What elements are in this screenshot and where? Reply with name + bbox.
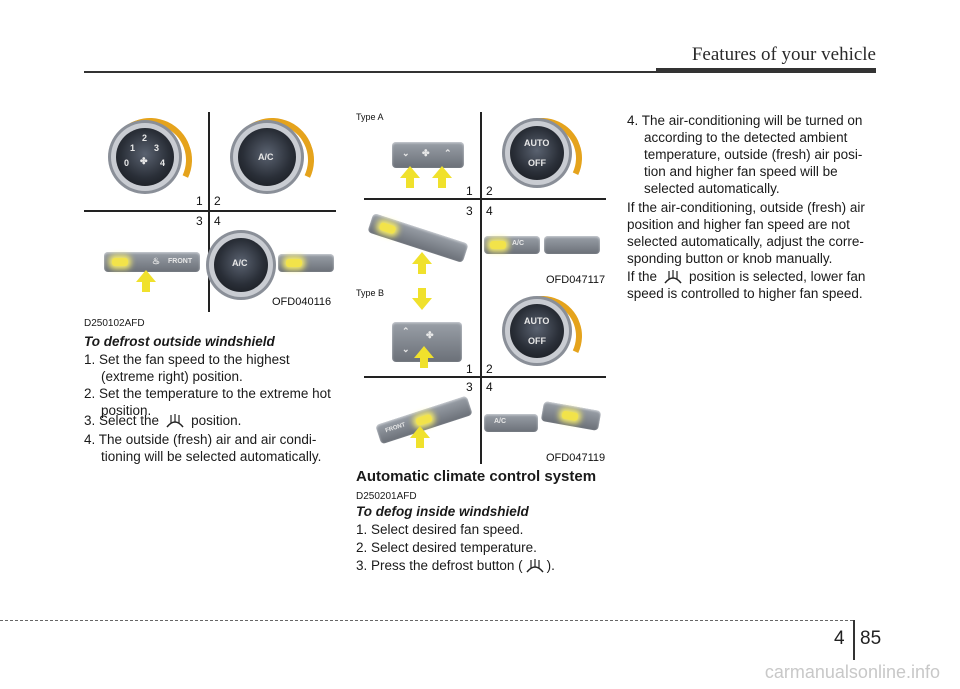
pointer-arrow-icon bbox=[432, 166, 452, 188]
list-item: 2. Set the temperature to the extreme ho… bbox=[84, 386, 331, 418]
section-code: D250102AFD bbox=[84, 318, 145, 329]
pointer-arrow-icon bbox=[400, 166, 420, 188]
subheading: To defog inside windshield bbox=[356, 504, 529, 519]
list-item: 4. The air-conditioning will be turned o… bbox=[627, 113, 863, 196]
fan-speed-knob: 2 1 3 0 4 ✤ bbox=[116, 128, 174, 186]
figure-type-a-controls: Type A ⌄ ✤ ⌃ AUTO OFF 1 2 3 4 A/C OFD047… bbox=[356, 112, 606, 288]
front-defrost-button: ♨ FRONT bbox=[104, 252, 200, 272]
header-rule-accent bbox=[656, 68, 876, 73]
page-number-divider bbox=[853, 620, 855, 660]
list-item: 2. Select desired temperature. bbox=[356, 540, 537, 555]
auto-knob: AUTO OFF bbox=[510, 126, 564, 180]
pointer-arrow-icon bbox=[412, 298, 432, 310]
figure-defrost-controls: 2 1 3 0 4 ✤ A/C 1 2 3 4 ♨ FRONT A/C OFD0… bbox=[84, 112, 336, 312]
defrost-icon: ♨ bbox=[152, 256, 161, 266]
list-item: 1. Set the fan speed to the highest (ext… bbox=[84, 352, 290, 384]
recirc-button bbox=[544, 236, 600, 254]
chevron-down-icon: ⌄ bbox=[402, 148, 410, 158]
ac-button: A/C bbox=[484, 414, 538, 432]
fan-speed-switch: ⌄ ✤ ⌃ bbox=[392, 142, 464, 168]
list-item: 4. The outside (fresh) air and air condi… bbox=[84, 432, 322, 464]
temperature-knob: A/C bbox=[238, 128, 296, 186]
recirc-button bbox=[278, 254, 334, 272]
chevron-down-icon: ⌄ bbox=[402, 344, 410, 354]
chevron-up-icon: ⌃ bbox=[444, 148, 452, 158]
page-header-title: Features of your vehicle bbox=[691, 44, 876, 65]
header-rule bbox=[84, 71, 876, 73]
ac-button: A/C bbox=[484, 236, 540, 254]
ac-knob: A/C bbox=[214, 238, 268, 292]
paragraph: If the air-conditioning, outside (fresh)… bbox=[627, 200, 865, 266]
section-code: D250201AFD bbox=[356, 491, 417, 502]
section-title: Automatic climate control system bbox=[356, 468, 597, 485]
figure-type-b-controls: Type B ⌃ ✤ ⌄ AUTO OFF 1 2 3 4 FRONT A/C … bbox=[356, 288, 606, 464]
pointer-arrow-icon bbox=[136, 270, 156, 292]
chapter-number: 4 bbox=[834, 628, 845, 649]
figure-divider bbox=[84, 210, 336, 212]
footer-rule bbox=[0, 620, 853, 621]
auto-knob: AUTO OFF bbox=[510, 304, 564, 358]
watermark: carmanualsonline.info bbox=[764, 662, 940, 682]
fan-icon: ✤ bbox=[140, 156, 148, 166]
indicator-light bbox=[286, 259, 302, 267]
subheading: To defrost outside windshield bbox=[84, 334, 275, 349]
recirc-button bbox=[540, 401, 602, 431]
figure-divider bbox=[208, 112, 210, 312]
windshield-defrost-icon bbox=[664, 270, 682, 284]
windshield-defrost-icon bbox=[526, 559, 544, 573]
fan-icon: ✤ bbox=[422, 148, 430, 158]
list-item: 1. Select desired fan speed. bbox=[356, 522, 524, 537]
windshield-defrost-icon bbox=[166, 414, 184, 428]
fan-icon: ✤ bbox=[426, 330, 434, 340]
list-item: 3. Press the defrost button (). bbox=[356, 558, 555, 573]
page-number: 85 bbox=[860, 628, 882, 649]
indicator-light bbox=[112, 258, 128, 266]
chevron-up-icon: ⌃ bbox=[402, 326, 410, 336]
